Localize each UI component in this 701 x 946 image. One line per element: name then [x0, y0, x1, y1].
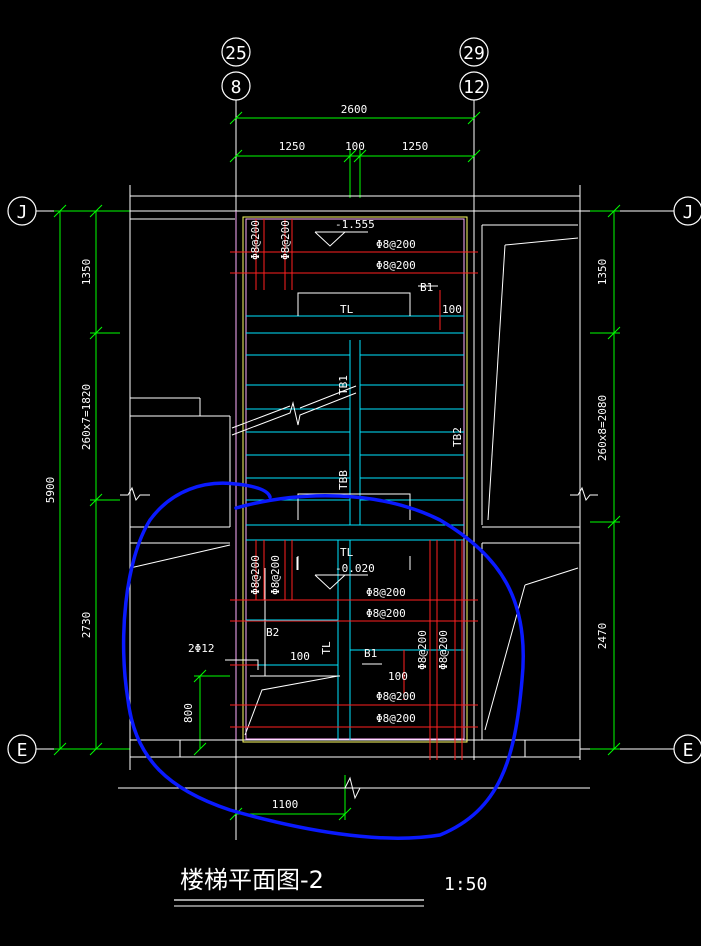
rebar-mid-v2: Φ8@200 [269, 555, 282, 595]
dim-bottom-width: 1100 [272, 798, 299, 811]
dim-small-height: 800 [182, 703, 195, 723]
dim-right-mid: 260x8=2080 [596, 395, 609, 461]
grid-label-29: 29 [463, 43, 485, 64]
rebar-mid-v1: Φ8@200 [249, 555, 262, 595]
rebar-lines [230, 219, 478, 760]
grid-label-25: 25 [225, 43, 247, 64]
elevation-mid: -0.020 [335, 562, 375, 575]
label-tl-left: TL [320, 641, 333, 655]
grid-label-j-left: J [17, 202, 28, 223]
dim-left-total: 5900 [44, 477, 57, 504]
dim-left-mid: 260x7=1820 [80, 384, 93, 450]
elevation-markers [314, 231, 438, 665]
beams [235, 211, 465, 740]
label-b1-top: B1 [420, 281, 433, 294]
beam-tl-outlines [231, 292, 411, 736]
rebar-low-2: Φ8@200 [376, 712, 416, 725]
annotation-circle [121, 481, 525, 840]
label-tl-top: TL [340, 303, 354, 316]
walls [118, 185, 598, 800]
drawing-title: 楼梯平面图-2 [180, 866, 324, 894]
label-b1-mid-100: 100 [388, 670, 408, 683]
dimension-lines [53, 111, 621, 821]
grid-bubble-29 [459, 37, 489, 67]
dim-left-top: 1350 [80, 259, 93, 286]
dim-left-bot: 2730 [80, 612, 93, 639]
label-tb2: TB2 [451, 427, 464, 447]
rebar-top-v2: Φ8@200 [279, 220, 292, 260]
grid-label-e-left: E [17, 740, 28, 761]
label-b2-100: 100 [290, 650, 310, 663]
grid-label-e-right: E [683, 740, 694, 761]
grid-label-j-right: J [683, 202, 694, 223]
dim-gap: 100 [345, 140, 365, 153]
drawing-scale: 1:50 [444, 874, 487, 895]
rebar-top-2: Φ8@200 [376, 259, 416, 272]
rebar-top-1: Φ8@200 [376, 238, 416, 251]
slab-outlines [242, 216, 468, 743]
grid-bubble-25 [221, 37, 251, 67]
grid-label-12: 12 [463, 77, 485, 98]
stair-steps [246, 315, 464, 740]
dim-total-width: 2600 [341, 103, 368, 116]
label-tbb: TBB [337, 470, 350, 490]
rebar-mid-1: Φ8@200 [366, 586, 406, 599]
rebar-right-v1: Φ8@200 [416, 630, 429, 670]
rebar-low-1: Φ8@200 [376, 690, 416, 703]
rebar-right-v2: Φ8@200 [437, 630, 450, 670]
dim-right-bot: 2470 [596, 623, 609, 650]
label-tl-mid: TL [340, 546, 354, 559]
label-tb1: TB1 [337, 375, 350, 395]
elevation-top: -1.555 [335, 218, 375, 231]
dim-right-half: 1250 [402, 140, 429, 153]
dim-right-top: 1350 [596, 259, 609, 286]
label-b1-top-100: 100 [442, 303, 462, 316]
dim-left-half: 1250 [279, 140, 306, 153]
rebar-top-v1: Φ8@200 [249, 220, 262, 260]
rebar-mid-2: Φ8@200 [366, 607, 406, 620]
label-2phi12: 2Φ12 [188, 642, 215, 655]
label-b1-mid: B1 [364, 647, 377, 660]
section-arrows [225, 557, 411, 670]
label-b2: B2 [266, 626, 279, 639]
grid-label-8: 8 [231, 77, 242, 98]
